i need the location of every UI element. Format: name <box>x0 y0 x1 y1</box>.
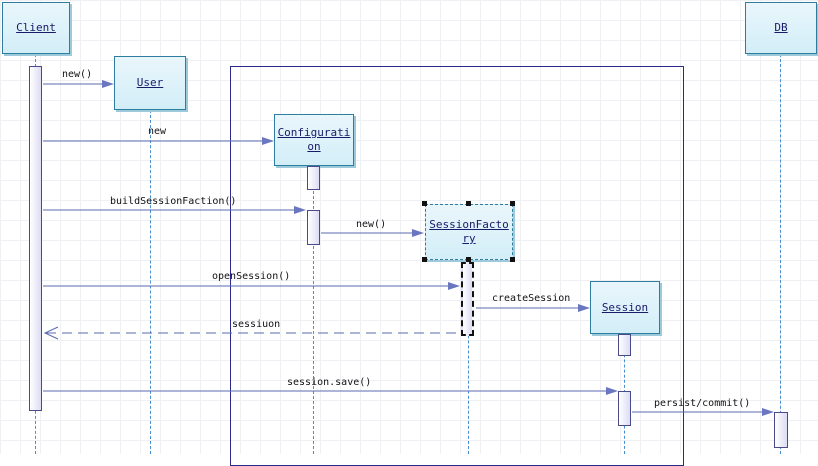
message-label: createSession <box>492 293 571 304</box>
arrowhead <box>762 408 774 416</box>
participant-session-label: Session <box>601 300 649 314</box>
selection-handle[interactable] <box>510 201 515 206</box>
selection-handle[interactable] <box>466 257 471 262</box>
participant-session[interactable]: Session <box>590 281 660 334</box>
db-lifeline <box>780 54 781 454</box>
participant-db[interactable]: DB <box>745 2 817 54</box>
message-label: buildSessionFaction() <box>110 196 237 207</box>
arrowhead <box>294 206 306 214</box>
selection-handle[interactable] <box>422 201 427 206</box>
message-label: new <box>148 126 167 137</box>
participant-configuration[interactable]: Configuration <box>274 114 354 166</box>
user-lifeline <box>150 110 151 454</box>
message-label: new() <box>356 219 387 230</box>
message-label: openSession() <box>212 271 291 282</box>
message-arrows <box>43 80 774 416</box>
participant-client-label: Client <box>16 21 56 34</box>
configuration-lifeline <box>313 166 314 454</box>
message-label: new() <box>62 69 93 80</box>
participant-db-label: DB <box>774 21 788 34</box>
participant-configuration-label: Configuration <box>277 126 351 153</box>
configuration-activation-1[interactable] <box>307 166 320 190</box>
participant-sessionfactory[interactable]: SessionFactory <box>425 204 513 260</box>
participant-sessionfactory-label: SessionFactory <box>429 218 509 245</box>
db-activation[interactable] <box>774 412 788 448</box>
participant-client[interactable]: Client <box>2 2 70 54</box>
sessionfactory-activation[interactable] <box>461 262 474 336</box>
selection-handle[interactable] <box>510 257 515 262</box>
session-activation-1[interactable] <box>618 334 631 356</box>
configuration-activation-2[interactable] <box>307 210 320 245</box>
selection-handle[interactable] <box>422 257 427 262</box>
message-label: session.save() <box>287 377 372 388</box>
arrowhead <box>412 229 424 237</box>
arrowhead <box>262 137 274 145</box>
arrowhead <box>578 304 590 312</box>
participant-user[interactable]: User <box>114 56 186 110</box>
arrowhead <box>102 80 114 88</box>
participant-user-label: User <box>136 76 164 89</box>
arrowhead <box>448 282 460 290</box>
message-label: sessiuon <box>232 319 281 330</box>
client-activation[interactable] <box>29 66 42 411</box>
return-arrowhead <box>43 326 59 340</box>
arrowhead <box>606 387 618 395</box>
selection-handle[interactable] <box>466 201 471 206</box>
message-label: persist/commit() <box>654 398 751 409</box>
sessionfactory-lifeline <box>468 260 469 454</box>
session-activation-2[interactable] <box>618 391 631 426</box>
